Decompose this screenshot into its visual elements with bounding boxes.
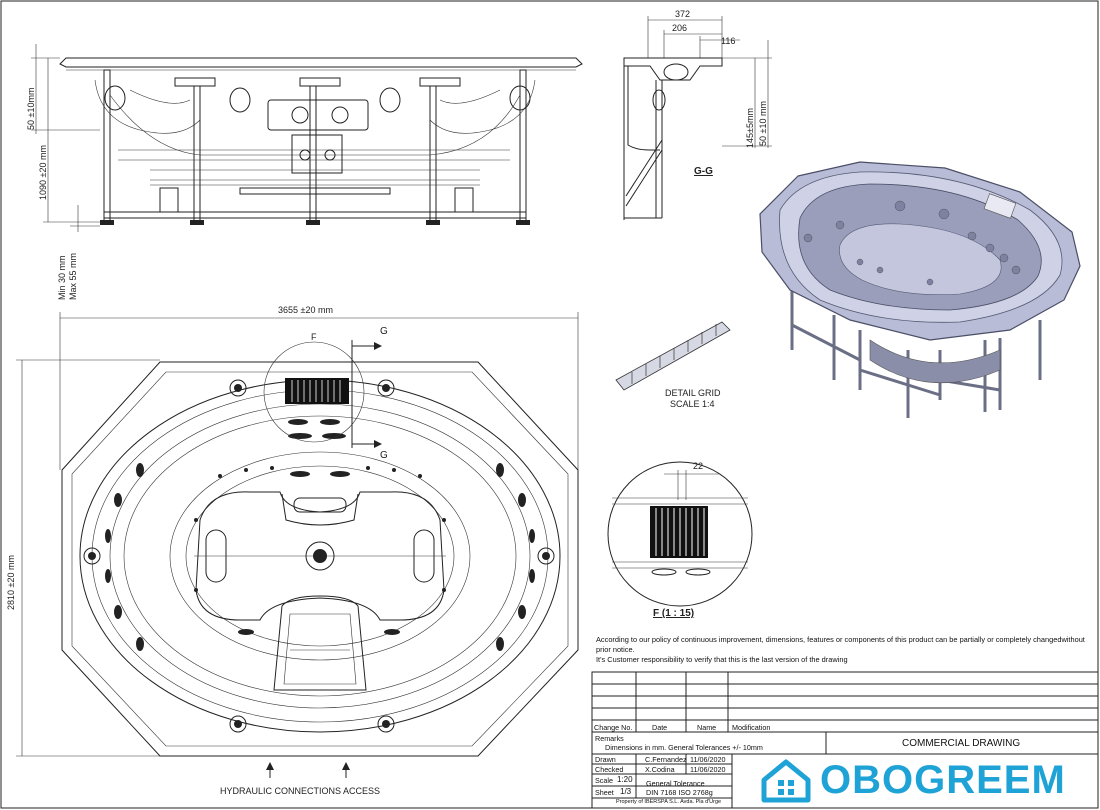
detail-grid-scale: SCALE 1:4	[670, 399, 715, 409]
label-detail-f: F (1 : 15)	[653, 608, 694, 619]
detail-grid-view: DETAIL GRID SCALE 1:4	[615, 321, 731, 409]
section-gg-view: 372 206 116 145±5mm 50 ±10 mm G-G	[623, 9, 772, 220]
disclaimer-line-2: It's Customer responsibility to verify t…	[596, 655, 848, 664]
brand-logo-text: OBOGREEM	[820, 758, 1066, 802]
house-logo-icon	[761, 759, 811, 803]
tb-tolerance-std: DIN 7168 ISO 2768g	[646, 788, 713, 797]
tb-col-date: Date	[652, 723, 668, 732]
dim-width-overall: 3655 ±20 mm	[278, 305, 333, 315]
tb-checked-name: X.Codina	[645, 765, 675, 774]
tb-col-name: Name	[697, 723, 717, 732]
section-marker-g-bottom: G	[380, 450, 388, 461]
tb-checked-label: Checked	[595, 765, 624, 774]
tb-remarks-text: Dimensions in mm. General Tolerances +/-…	[605, 743, 763, 752]
tb-remarks-label: Remarks	[595, 734, 624, 743]
tb-sheet-label: Sheet	[595, 788, 614, 797]
dim-depth-overall: 2810 ±20 mm	[6, 555, 16, 610]
dim-side-total: 1090 ±20 mm	[38, 145, 48, 200]
title-block	[591, 671, 1099, 809]
tb-property: Property of IBERSPA S.L. Avda. Pla d'Urg…	[616, 799, 722, 805]
tb-drawn-label: Drawn	[595, 755, 616, 764]
detail-marker-f: F	[311, 332, 317, 342]
tb-scale-value: 1:20	[617, 775, 633, 784]
tb-scale-label: Scale	[595, 776, 613, 785]
tb-col-change: Change No.	[594, 723, 633, 732]
side-elevation-view	[59, 57, 583, 225]
side-dimensions: 50 ±10mm 1090 ±20 mm Min 30 mm Max 55 mm	[26, 44, 100, 300]
tb-drawing-type: COMMERCIAL DRAWING	[902, 738, 1021, 749]
tub-plan-view: 3655 ±20 mm 2810 ±20 mm	[6, 305, 579, 796]
tb-drawn-date: 11/06/2020	[690, 755, 726, 764]
disclaimer-line-1: According to our policy of continuous im…	[596, 635, 1085, 654]
tb-tolerance-label: General Tolerance	[646, 779, 705, 788]
tb-checked-date: 11/06/2020	[690, 765, 726, 774]
dim-section-116: 116	[721, 36, 735, 46]
dim-section-145: 145±5mm	[745, 108, 755, 148]
dim-feet-max: Max 55 mm	[68, 253, 78, 300]
tb-drawn-name: C.Fernandez	[645, 755, 687, 764]
tb-sheet-value: 1/3	[620, 787, 632, 796]
detail-f-view: 22 F (1 : 15)	[607, 461, 753, 619]
tb-col-modification: Modification	[732, 723, 771, 732]
dim-side-top: 50 ±10mm	[26, 88, 36, 130]
label-section-gg: G-G	[694, 166, 713, 177]
section-marker-g-top: G	[380, 326, 388, 337]
rim-grid	[285, 378, 349, 404]
dim-section-372: 372	[675, 9, 690, 19]
hydraulic-arrows	[266, 762, 350, 778]
detail-grid-title: DETAIL GRID	[665, 388, 721, 398]
dim-section-206: 206	[672, 23, 687, 33]
dim-feet-min: Min 30 mm	[57, 255, 67, 300]
disclaimer-notes: According to our policy of continuous im…	[596, 635, 1096, 665]
hydraulic-access-label: HYDRAULIC CONNECTIONS ACCESS	[220, 786, 380, 796]
tub-3d-view	[759, 161, 1081, 418]
dim-section-50: 50 ±10 mm	[758, 101, 768, 146]
dim-grid-22: 22	[693, 461, 703, 471]
